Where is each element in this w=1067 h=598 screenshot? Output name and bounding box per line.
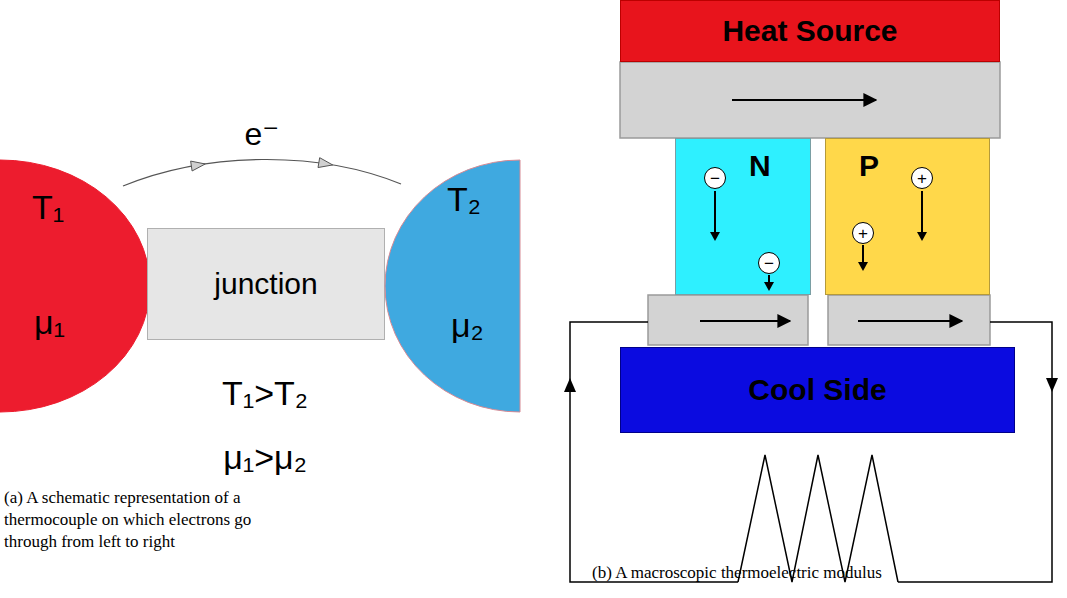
charge-sign: + [858,225,868,242]
node-label: N [749,151,771,181]
cool-side-box: Cool Side [620,347,1015,433]
carrier-arrow [862,245,864,263]
current-arrowhead [564,378,576,392]
hole-symbol: + [911,167,933,189]
electron-symbol: − [758,252,780,274]
node-shape [385,160,520,412]
top-conductor [620,62,1000,138]
electron-symbol: − [704,167,726,189]
inequality: μ₁>μ₂ [223,440,307,474]
contact-pad [648,295,808,345]
arrowhead [318,158,333,168]
current-arrow [858,320,962,322]
junction-box: junction [147,228,385,340]
carrier-arrow [714,191,716,233]
carrier-arrow [768,275,770,283]
node-label: junction [214,269,317,299]
carrier-arrows [826,139,991,296]
current-arrow [732,99,876,101]
cold-reservoir: T₂ μ₂ [385,160,520,412]
carrier-arrows [676,139,812,296]
current-arrowhead [1046,378,1058,392]
node-outline [0,160,150,412]
figure-caption: (a) A schematic representation of a ther… [4,487,304,553]
charge-sign: + [917,170,927,187]
figure-caption: (b) A macroscopic thermoelectric modulus [592,562,1062,584]
charge-sign: − [710,170,720,187]
carrier-arrowhead [764,282,774,291]
node-label: Heat Source [722,16,897,46]
arrowhead [191,161,206,171]
carrier-arrowhead [858,262,868,271]
electron-flow [123,158,401,186]
inequality: T₁>T₂ [222,376,308,410]
contact-pad [828,295,990,345]
n-type-leg: N − − [675,138,811,295]
resistor-symbol [738,455,898,582]
hole-symbol: + [852,222,874,244]
node-label: T₁ [32,190,64,224]
hot-reservoir: T₁ μ₁ [0,160,150,412]
particle-label: e⁻ [245,118,280,150]
carrier-arrow [921,191,923,233]
node-label: P [859,151,879,181]
carrier-arrowhead [710,232,720,241]
p-type-leg: P + + [825,138,990,295]
carrier-arrowhead [917,232,927,241]
node-label: Cool Side [748,375,886,405]
node-label: μ₁ [34,305,65,339]
node-label: T₂ [447,182,481,216]
node-label: μ₂ [451,308,484,342]
current-arrow [700,320,790,322]
flow-curve [123,159,401,186]
node-shape [0,160,150,412]
charge-sign: − [764,255,774,272]
heat-source-box: Heat Source [620,0,1000,62]
